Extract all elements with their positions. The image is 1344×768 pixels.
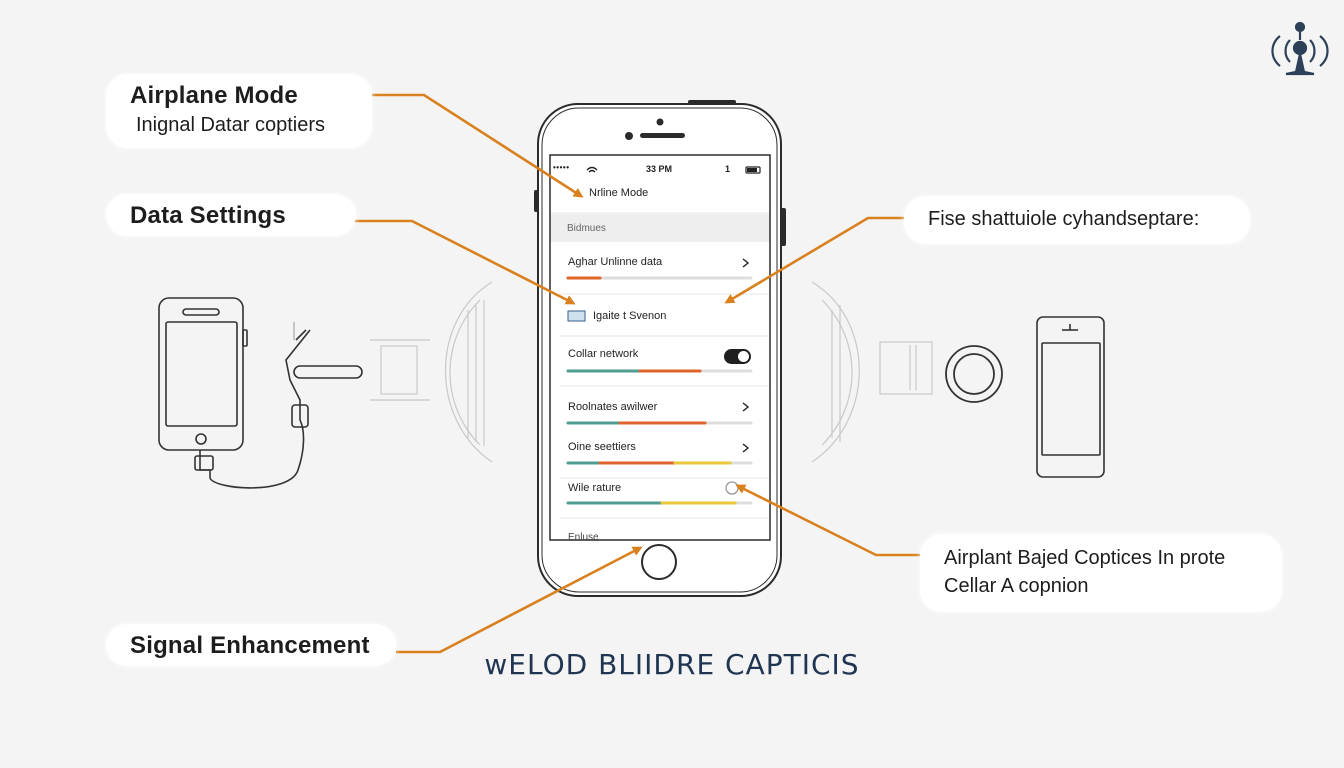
settings-row-2[interactable]: Igaite t Svenon xyxy=(593,310,667,322)
battery-icon xyxy=(745,166,761,174)
phone-header-title: Nrline Mode xyxy=(589,187,649,199)
right-bottom-connector xyxy=(735,484,928,557)
airplane-mode-subtitle: Inignal Datar coptiers xyxy=(136,114,325,136)
chevron-right-icon xyxy=(742,443,750,453)
radio-button-icon[interactable] xyxy=(725,481,739,495)
right-top-callout: Fise shattuiole cyhandseptare: xyxy=(904,196,1250,244)
wifi-icon xyxy=(586,166,598,173)
airplane-mode-callout: Airplane Mode Inignal Datar coptiers xyxy=(106,74,372,148)
right-bottom-line1: Airplant Bajed Coptices In prote xyxy=(944,547,1226,569)
signal-enhancement-callout: Signal Enhancement xyxy=(106,624,396,666)
phone-footer-label: Enluse xyxy=(568,532,599,540)
diagram-caption: wELOD BLIIDRE CAPTICIS xyxy=(484,648,860,681)
airplane-mode-title: Airplane Mode xyxy=(130,82,298,109)
settings-row-1[interactable]: Aghar Unlinne data xyxy=(568,256,663,268)
phone-section-label: Bidmues xyxy=(567,223,606,234)
ring-icon xyxy=(945,345,1003,403)
connector-icon xyxy=(285,322,363,428)
callout-connectors xyxy=(348,93,928,654)
right-bottom-callout: Airplant Bajed Coptices In prote Cellar … xyxy=(920,534,1282,612)
chevron-right-icon xyxy=(742,258,750,268)
signal-waves-right xyxy=(811,281,933,463)
settings-row-6[interactable]: Wile rature xyxy=(568,482,622,494)
status-battery-text: 1 xyxy=(725,164,731,174)
signal-enhancement-title: Signal Enhancement xyxy=(130,632,370,659)
right-top-connector xyxy=(724,216,918,304)
sensor-icon xyxy=(625,132,633,140)
signal-waves-left xyxy=(370,281,493,463)
antenna-icon xyxy=(1271,21,1329,76)
chevron-right-icon xyxy=(742,402,750,412)
section-header-bg xyxy=(551,214,769,242)
left-phone-icon xyxy=(158,297,305,489)
right-top-text: Fise shattuiole cyhandseptare: xyxy=(928,208,1200,230)
image-icon xyxy=(567,310,586,322)
status-carrier: ••••• xyxy=(553,163,570,172)
settings-row-5[interactable]: Oine seettiers xyxy=(568,441,636,453)
speaker-icon xyxy=(640,133,685,138)
right-phone-icon xyxy=(1036,316,1105,478)
data-settings-title: Data Settings xyxy=(130,202,286,229)
airplane-mode-connector xyxy=(358,93,584,198)
data-settings-connector xyxy=(348,219,576,305)
home-button[interactable] xyxy=(641,544,677,580)
settings-row-3[interactable]: Collar network xyxy=(568,348,639,360)
data-settings-callout: Data Settings xyxy=(106,194,356,236)
status-time: 33 PM xyxy=(646,164,673,174)
main-phone xyxy=(534,100,786,597)
settings-row-4[interactable]: Roolnates awilwer xyxy=(568,401,658,413)
front-camera-icon xyxy=(656,118,664,126)
signal-enhancement-connector xyxy=(396,546,643,654)
right-bottom-line2: Cellar A copnion xyxy=(944,575,1089,597)
